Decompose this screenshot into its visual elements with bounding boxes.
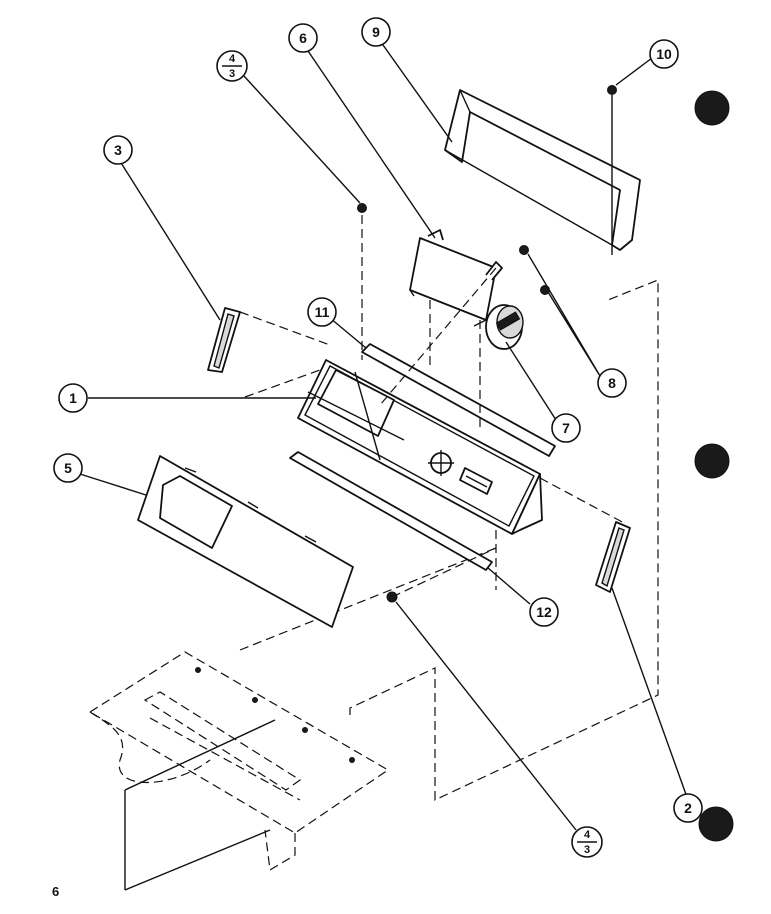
- assembly-outline: [349, 279, 659, 801]
- svg-text:7: 7: [562, 420, 570, 436]
- binder-hole-icon: [694, 443, 730, 479]
- callout-12: 12: [529, 597, 559, 627]
- callout-8: 8: [597, 368, 627, 398]
- svg-text:3: 3: [114, 142, 122, 158]
- right-end-cap: [595, 521, 631, 593]
- screw-icon: [357, 203, 367, 213]
- lower-trim-strip: [289, 451, 493, 571]
- assembly-guide-lines: [239, 215, 627, 598]
- callout-5: 5: [53, 453, 83, 483]
- switch-bracket: [409, 229, 503, 327]
- control-knob: [485, 304, 524, 350]
- callout-3: 3: [103, 135, 133, 165]
- rear-bracket: [444, 89, 641, 251]
- svg-text:3: 3: [584, 844, 590, 856]
- cabinet-top-panel: [88, 651, 390, 891]
- callout-10: 10: [649, 39, 679, 69]
- binder-hole-icon: [698, 806, 734, 842]
- callout-7: 7: [551, 413, 581, 443]
- callout-2: 2: [673, 793, 703, 823]
- svg-text:8: 8: [608, 375, 616, 391]
- callout-4-top: 4 3: [216, 50, 248, 82]
- screw-icon: [519, 245, 529, 255]
- callout-4-bottom: 4 3: [571, 826, 603, 858]
- svg-text:1: 1: [69, 390, 77, 406]
- upper-trim-strip: [361, 343, 556, 457]
- svg-text:4: 4: [584, 829, 591, 841]
- svg-text:5: 5: [64, 460, 72, 476]
- svg-text:12: 12: [536, 604, 552, 620]
- assembly-outline: [239, 547, 497, 651]
- left-end-cap: [207, 307, 241, 373]
- svg-text:4: 4: [229, 53, 236, 65]
- svg-text:6: 6: [299, 30, 307, 46]
- screw-icon: [607, 85, 617, 95]
- svg-text:10: 10: [656, 46, 672, 62]
- control-console: [297, 359, 543, 535]
- page-number: 6: [52, 884, 60, 899]
- screw-icon: [386, 591, 398, 603]
- callout-6: 6: [288, 23, 318, 53]
- svg-text:11: 11: [315, 304, 330, 320]
- callout-1: 1: [58, 383, 88, 413]
- callout-9: 9: [361, 17, 391, 47]
- svg-text:2: 2: [684, 800, 692, 816]
- svg-text:9: 9: [372, 24, 380, 40]
- callout-11: 11: [307, 297, 337, 327]
- leader-lines: [79, 37, 689, 831]
- rear-panel: [137, 455, 354, 628]
- svg-text:3: 3: [229, 68, 235, 80]
- binder-hole-icon: [694, 90, 730, 126]
